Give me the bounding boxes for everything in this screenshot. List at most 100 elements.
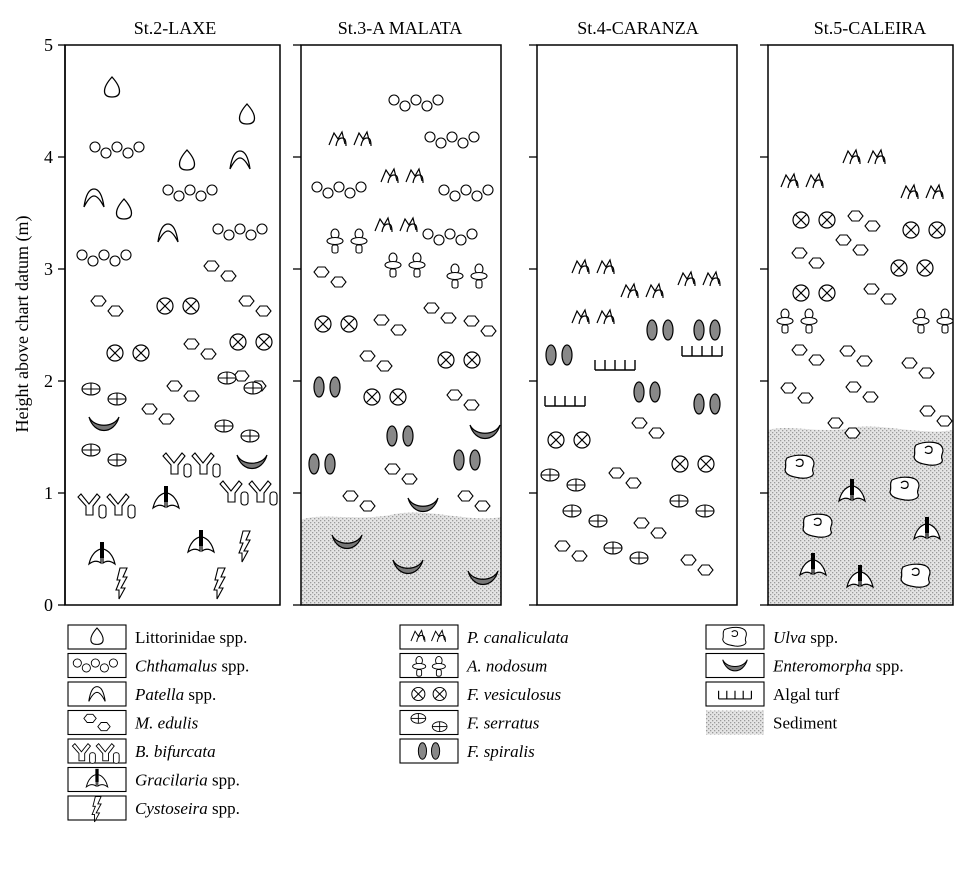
station-panel-caleira [768, 45, 953, 605]
fucus-spiralis-icon [694, 394, 720, 414]
gracilaria-icon [188, 530, 214, 552]
enteromorpha-icon [470, 425, 500, 439]
enteromorpha-icon [408, 498, 438, 512]
mussel-icon [204, 261, 236, 281]
mussel-icon [840, 346, 872, 366]
legend-item-sediment: Sediment [706, 711, 837, 735]
legend-label: Sediment [773, 714, 837, 733]
legend-label: F. serratus [466, 714, 540, 733]
pelvetia-icon [901, 185, 943, 199]
legend-label: Ulva spp. [773, 628, 838, 647]
legend-item-fserratus: F. serratus [400, 711, 540, 735]
fucus-vesiculosus-icon [891, 260, 933, 276]
legend-swatch [706, 711, 764, 735]
bifurcaria-icon [163, 453, 220, 477]
legend-label: Chthamalus spp. [135, 657, 249, 676]
fucus-vesiculosus-icon [793, 212, 835, 228]
fucus-spiralis-icon [387, 426, 413, 446]
station-title-a-malata: St.3-A MALATA [338, 18, 463, 38]
legend-swatch [400, 711, 458, 735]
pelvetia-icon [329, 132, 371, 146]
fucus-serratus-icon [82, 444, 126, 466]
mussel-icon [902, 358, 934, 378]
algal-turf-icon [682, 346, 722, 356]
fucus-spiralis-icon [546, 345, 572, 365]
legend-label: Gracilaria spp. [135, 771, 240, 790]
fucus-vesiculosus-icon [438, 352, 480, 368]
legend-item-medulis: M. edulis [68, 711, 199, 735]
mussel-icon [781, 383, 813, 403]
littorinidae-icon [117, 199, 132, 219]
fucus-vesiculosus-icon [364, 389, 406, 405]
station-title-caleira: St.5-CALEIRA [814, 18, 927, 38]
pelvetia-icon [621, 284, 663, 298]
ulva-icon [901, 564, 930, 587]
legend-label: A. nodosum [466, 657, 547, 676]
enteromorpha-icon [237, 455, 267, 469]
legend-item-chthamalus: Chthamalus spp. [68, 654, 249, 678]
legend-label: M. edulis [134, 714, 199, 733]
bifurcaria-icon [78, 494, 135, 518]
legend-item-cystoseira: Cystoseira spp. [68, 796, 240, 822]
legend-label: Algal turf [773, 685, 840, 704]
legend-label: B. bifurcata [135, 742, 216, 761]
ascophyllum-icon [777, 309, 817, 333]
bifurcaria-icon [220, 481, 277, 505]
cystoseira-icon [116, 568, 127, 599]
mussel-icon [634, 518, 666, 538]
legend-item-littorinidae: Littorinidae spp. [68, 625, 247, 649]
legend-item-turf: Algal turf [706, 682, 840, 706]
legend-swatch [68, 711, 126, 735]
ulva-icon [890, 477, 919, 500]
legend-label: Enteromorpha spp. [772, 657, 904, 676]
mussel-icon [314, 267, 346, 287]
legend-item-fspiralis: F. spiralis [400, 739, 535, 763]
legend-swatch [400, 739, 458, 763]
ascophyllum-icon [913, 309, 953, 333]
pelvetia-icon [781, 174, 823, 188]
fucus-vesiculosus-icon [157, 298, 199, 314]
legend-swatch [706, 654, 764, 678]
mussel-icon [239, 296, 271, 316]
fucus-serratus-icon [563, 505, 607, 527]
y-tick-label: 4 [44, 147, 53, 167]
mussel-icon [920, 406, 952, 426]
fucus-serratus-icon [82, 383, 126, 405]
ulva-icon [723, 627, 747, 646]
chthamalus-icon [163, 185, 217, 201]
ulva-icon [803, 514, 832, 537]
legend-label: P. canaliculata [466, 628, 569, 647]
mussel-icon [464, 316, 496, 336]
y-tick-label: 3 [44, 259, 53, 279]
cystoseira-icon [214, 568, 225, 599]
mussel-icon [458, 491, 490, 511]
legend-swatch [68, 682, 126, 706]
chthamalus-icon [312, 182, 366, 198]
mussel-icon [555, 541, 587, 561]
legend-item-fvesiculosus: F. vesiculosus [400, 682, 562, 706]
fucus-spiralis-icon [694, 320, 720, 340]
station-panel-laxe [65, 45, 280, 605]
legend-item-gracilaria: Gracilaria spp. [68, 768, 240, 792]
y-tick-label: 0 [44, 595, 53, 615]
mussel-icon [792, 345, 824, 365]
legend-label: Patella spp. [134, 685, 216, 704]
legend: Littorinidae spp. Chthamalus spp. Patella … [68, 625, 904, 822]
legend-item-pcanaliculata: P. canaliculata [400, 625, 569, 649]
chthamalus-icon [389, 95, 443, 111]
sediment-area [301, 513, 501, 605]
chthamalus-icon [423, 229, 477, 245]
fucus-spiralis-icon [314, 377, 340, 397]
fucus-spiralis-icon [647, 320, 673, 340]
legend-item-anodosum: A. nodosum [400, 654, 547, 678]
y-tick-label: 1 [44, 483, 53, 503]
mussel-icon [385, 464, 417, 484]
legend-label: Littorinidae spp. [135, 628, 247, 647]
pelvetia-icon [375, 218, 417, 232]
legend-swatch [400, 625, 458, 649]
littorinidae-icon [240, 104, 255, 124]
pelvetia-icon [572, 310, 614, 324]
patella-icon [158, 224, 178, 242]
mussel-icon [424, 303, 456, 323]
